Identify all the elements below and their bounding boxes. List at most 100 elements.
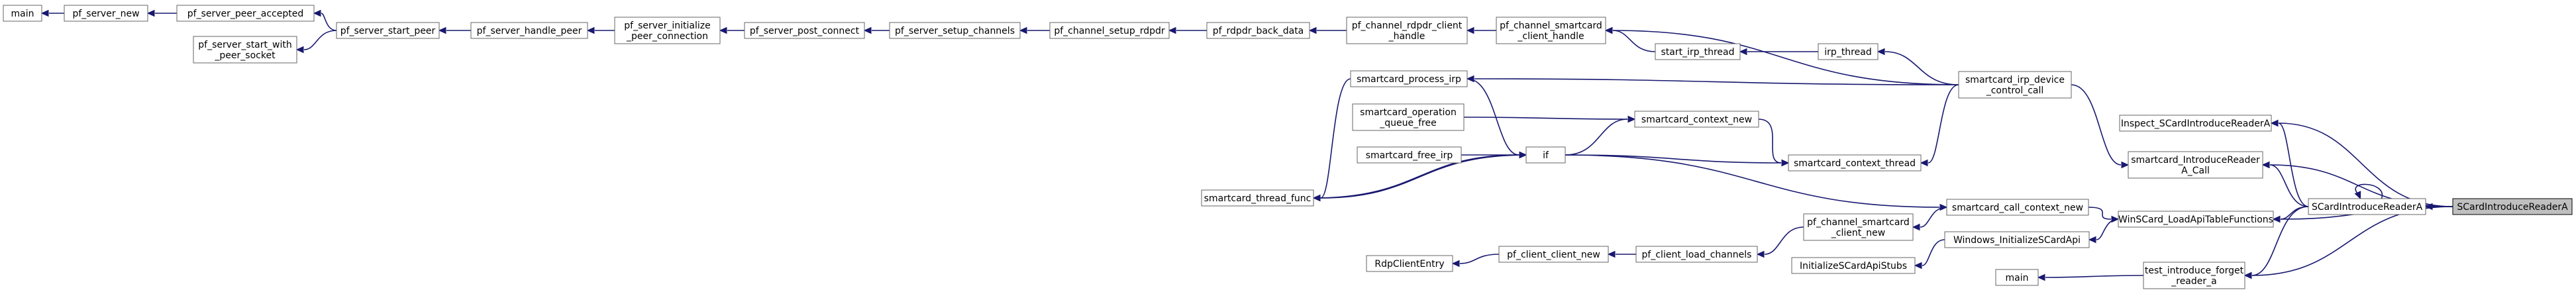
node-box: [1496, 17, 1606, 44]
node-label: smartcard_operation: [1360, 107, 1457, 118]
edge-pf-server-peer-accepted-to-pf-server-new: [146, 9, 178, 17]
node-smartcard-context-new[interactable]: smartcard_context_new: [1634, 111, 1759, 128]
edge-smartcard-process-irp-to-if: [1467, 78, 1527, 159]
node-pf-server-start-peer[interactable]: pf_server_start_peer: [336, 22, 440, 39]
node-initialize-scard-api-stubs[interactable]: InitializeSCardApiStubs: [1791, 257, 1916, 274]
edge-line: [1884, 51, 1959, 85]
edge-smartcard-irp-device-control-call-to-smartcard-introduce-reader-a-call: [2071, 84, 2130, 169]
node-label: pf_server_post_connect: [750, 26, 860, 36]
edge-line: [1612, 30, 1959, 85]
node-smartcard-operation-queue-free[interactable]: smartcard_operation_queue_free: [1352, 103, 1465, 131]
edge-pf-server-new-to-main1: [40, 9, 65, 17]
edge-line: [1612, 30, 1656, 52]
edge-scard-introduce-reader-a-target-to-scard-introduce-reader-a: [2424, 203, 2453, 211]
node-smartcard-process-irp[interactable]: smartcard_process_irp: [1350, 70, 1468, 87]
edge-arrowhead: [1781, 159, 1790, 167]
node-start-irp-thread[interactable]: start_irp_thread: [1655, 43, 1741, 60]
edge-arrowhead: [1466, 26, 1474, 34]
edge-arrowhead: [2088, 236, 2096, 244]
node-box: [2452, 198, 2573, 215]
node-pf-channel-setup-rdpdr[interactable]: pf_channel_setup_rdpdr: [1049, 22, 1170, 39]
node-pf-client-load-channels[interactable]: pf_client_load_channels: [1635, 246, 1758, 263]
edge-line: [1320, 154, 1527, 199]
node-box: [614, 17, 721, 44]
node-pf-client-client-new[interactable]: pf_client_client_new: [1498, 246, 1609, 263]
edge-windows-initialize-scard-api-to-initialize-scard-api-stubs: [1914, 239, 1945, 269]
node-smartcard-introduce-reader-a-call[interactable]: smartcard_IntroduceReaderA_Call: [2128, 151, 2263, 179]
edge-arrowhead: [1877, 48, 1885, 56]
edge-line: [2280, 206, 2309, 220]
node-pf-channel-smartcard-client-handle[interactable]: pf_channel_smartcard_client_handle: [1496, 17, 1606, 44]
node-pf-rdpdr-back-data[interactable]: pf_rdpdr_back_data: [1206, 22, 1310, 39]
node-smartcard-free-irp[interactable]: smartcard_free_irp: [1357, 146, 1462, 164]
edge-smartcard-irp-device-control-call-to-pf-channel-smartcard-client-handle: [1604, 26, 1959, 85]
node-smartcard-thread-func[interactable]: smartcard_thread_func: [1201, 189, 1314, 207]
node-test-introduce-forget-reader-a[interactable]: test_introduce_forget_reader_a: [2143, 262, 2245, 289]
node-scard-introduce-reader-a-target[interactable]: SCardIntroduceReaderA: [2452, 198, 2573, 215]
node-label: pf_server_peer_accepted: [187, 9, 303, 19]
edge-line: [1474, 78, 1959, 85]
edge-arrowhead: [2037, 273, 2045, 281]
edge-arrowhead: [1604, 26, 1613, 34]
node-scard-introduce-reader-a[interactable]: SCardIntroduceReaderA: [2308, 198, 2426, 215]
edges-layer: [40, 9, 2453, 281]
node-pf-server-handle-peer[interactable]: pf_server_handle_peer: [470, 22, 588, 39]
node-label: test_introduce_forget: [2145, 266, 2244, 276]
edge-line: [2251, 206, 2309, 276]
node-rdp-client-entry[interactable]: RdpClientEntry: [1366, 255, 1453, 272]
node-box: [470, 22, 588, 39]
node-box: [1357, 146, 1462, 164]
edge-line: [2096, 219, 2119, 240]
node-main2[interactable]: main: [1995, 269, 2039, 286]
node-inspect-scard-introduce-reader-a[interactable]: Inspect_SCardIntroduceReaderA: [2119, 115, 2272, 132]
node-smartcard-irp-device-control-call[interactable]: smartcard_irp_device_control_call: [1958, 71, 2072, 99]
node-box: [176, 5, 315, 22]
node-pf-server-new[interactable]: pf_server_new: [64, 5, 148, 22]
node-windows-initialize-scard-api[interactable]: Windows_InitializeSCardApi: [1944, 231, 2090, 248]
node-label: pf_server_start_with: [198, 40, 291, 50]
edge-scard-introduce-reader-a-target-to-test-introduce-forget-reader-a: [2243, 206, 2453, 279]
node-label: _handle: [1388, 31, 1425, 42]
edge-scard-introduce-reader-a-to-scard-introduce-reader-a: [2354, 183, 2383, 200]
node-if[interactable]: if: [1525, 146, 1566, 164]
node-pf-server-peer-accepted[interactable]: pf_server_peer_accepted: [176, 5, 315, 22]
edge-line: [1459, 254, 1500, 264]
node-box: [193, 36, 297, 64]
node-box: [2119, 115, 2272, 132]
edge-arrowhead: [1914, 262, 1922, 269]
node-box: [1818, 43, 1879, 60]
edge-if-to-smartcard-context-thread: [1565, 154, 1790, 167]
node-label: A_Call: [2181, 166, 2210, 176]
edge-line: [2071, 84, 2122, 166]
edge-pf-server-start-peer-to-pf-server-start-with-peer-socket: [295, 30, 337, 54]
node-label: InitializeSCardApiStubs: [1800, 261, 1907, 271]
edge-line: [1313, 154, 1520, 199]
edge-if-to-smartcard-context-new: [1565, 115, 1636, 156]
node-pf-channel-rdpdr-client-handle[interactable]: pf_channel_rdpdr_client_handle: [1346, 17, 1468, 44]
node-label: _client_handle: [1517, 31, 1584, 42]
node-box: [1346, 17, 1468, 44]
edge-arrowhead: [1739, 48, 1747, 56]
node-pf-server-initialize-peer-connection[interactable]: pf_server_initialize_peer_connection: [614, 17, 721, 44]
node-label: smartcard_call_context_new: [1952, 203, 2083, 213]
node-win-scard-load-api-table-functions[interactable]: WinSCard_LoadApiTableFunctions: [2118, 211, 2274, 228]
node-smartcard-context-thread[interactable]: smartcard_context_thread: [1788, 154, 1922, 171]
node-pf-server-post-connect[interactable]: pf_server_post_connect: [744, 22, 865, 39]
edge-arrowhead: [40, 9, 49, 17]
node-pf-channel-smartcard-client-new[interactable]: pf_channel_smartcard_client_new: [1803, 213, 1914, 241]
node-pf-server-setup-channels[interactable]: pf_server_setup_channels: [889, 22, 1021, 39]
edge-test-introduce-forget-reader-a-to-main2: [2037, 273, 2144, 281]
node-box: [744, 22, 865, 39]
node-box: [1352, 103, 1465, 131]
edge-arrowhead: [2272, 215, 2281, 223]
edge-scard-introduce-reader-a-target-to-inspect-scard-introduce-reader-a: [2270, 119, 2453, 207]
node-irp-thread[interactable]: irp_thread: [1818, 43, 1879, 60]
node-label: pf_channel_smartcard: [1807, 217, 1910, 228]
node-smartcard-call-context-new[interactable]: smartcard_call_context_new: [1946, 199, 2089, 216]
node-pf-server-start-with-peer-socket[interactable]: pf_server_start_with_peer_socket: [193, 36, 297, 64]
node-box: [889, 22, 1021, 39]
node-label: start_irp_thread: [1661, 47, 1734, 58]
edge-scard-introduce-reader-a-to-smartcard-introduce-reader-a-call: [2261, 161, 2309, 207]
node-main1[interactable]: main: [3, 5, 42, 22]
node-box: [1946, 199, 2089, 216]
